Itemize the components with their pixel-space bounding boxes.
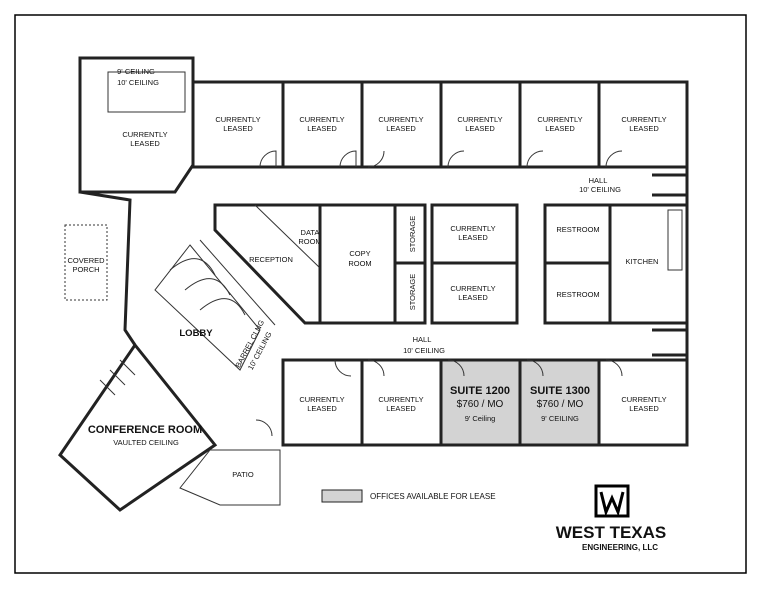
suite-1200-name: SUITE 1200	[450, 385, 510, 397]
suite-1300-ceiling: 9' CEILING	[541, 414, 579, 423]
patio	[179, 449, 281, 506]
core-office2-l2: LEASED	[458, 293, 488, 302]
lobby-label: LOBBY	[179, 328, 213, 339]
conference-label: CONFERENCE ROOM	[88, 424, 202, 436]
copy-label: COPY	[349, 249, 370, 258]
barrel-ceiling	[154, 239, 276, 371]
svg-text:CURRENTLY: CURRENTLY	[457, 115, 502, 124]
logo-subtitle: ENGINEERING, LLC	[582, 543, 658, 552]
upper-hall-ceiling: 10' CEILING	[579, 185, 621, 194]
kitchen-label: KITCHEN	[626, 257, 659, 266]
west-wall	[79, 190, 137, 346]
nw-leased: LEASED	[130, 139, 160, 148]
restroom-label-1: RESTROOM	[556, 225, 599, 234]
vaulted-label: VAULTED CEILING	[113, 438, 179, 447]
covered-porch	[64, 224, 108, 301]
svg-text:LEASED: LEASED	[386, 404, 416, 413]
svg-text:LEASED: LEASED	[386, 124, 416, 133]
svg-text:CURRENTLY: CURRENTLY	[378, 395, 423, 404]
lower-hall-label: HALL	[413, 335, 432, 344]
suite-1300[interactable]	[518, 358, 601, 447]
ceiling-soffit	[107, 71, 186, 113]
data-room-label2: ROOM	[298, 237, 321, 246]
svg-text:CURRENTLY: CURRENTLY	[378, 115, 423, 124]
svg-text:CURRENTLY: CURRENTLY	[537, 115, 582, 124]
suite-1200-ceiling: 9' Ceiling	[465, 414, 496, 423]
suite-1300-name: SUITE 1300	[530, 385, 590, 397]
svg-text:LEASED: LEASED	[545, 124, 575, 133]
nw-ceiling-9: 9' CEILING	[117, 67, 155, 76]
logo-name: WEST TEXAS	[556, 523, 667, 542]
svg-text:CURRENTLY: CURRENTLY	[299, 395, 344, 404]
suite-1200[interactable]	[439, 358, 522, 447]
patio-label: PATIO	[232, 470, 254, 479]
core-office2-l1: CURRENTLY	[450, 284, 495, 293]
suite-1300-price: $760 / MO	[537, 399, 584, 410]
storage-label-2: STORAGE	[408, 274, 417, 311]
bottom-door-swings	[255, 359, 623, 437]
page-border	[14, 14, 747, 574]
reception-label: RECEPTION	[249, 255, 293, 264]
suite-1200-price: $760 / MO	[457, 399, 504, 410]
core-office1-l2: LEASED	[458, 233, 488, 242]
svg-text:LEASED: LEASED	[465, 124, 495, 133]
core-office1-l1: CURRENTLY	[450, 224, 495, 233]
w-logo-icon	[594, 484, 630, 518]
svg-text:LEASED: LEASED	[629, 124, 659, 133]
copy-room-label: ROOM	[348, 259, 371, 268]
svg-text:LEASED: LEASED	[307, 404, 337, 413]
storage-label-1: STORAGE	[408, 216, 417, 253]
reception-area	[213, 203, 322, 325]
porch-label2: PORCH	[72, 265, 99, 274]
porch-label1: COVERED	[67, 256, 105, 265]
nw-currently: CURRENTLY	[122, 130, 167, 139]
svg-text:CURRENTLY: CURRENTLY	[299, 115, 344, 124]
svg-text:CURRENTLY: CURRENTLY	[621, 115, 666, 124]
legend-swatch	[321, 489, 363, 503]
restroom-label-2: RESTROOM	[556, 290, 599, 299]
svg-text:LEASED: LEASED	[307, 124, 337, 133]
conference-room	[58, 342, 218, 512]
lower-hall-ceiling: 10' CEILING	[403, 346, 445, 355]
svg-text:LEASED: LEASED	[223, 124, 253, 133]
nw-office	[78, 56, 195, 194]
kitchen-counter	[667, 209, 683, 271]
svg-text:CURRENTLY: CURRENTLY	[215, 115, 260, 124]
upper-hall-label: HALL	[589, 176, 608, 185]
data-room-label1: DATA	[301, 228, 320, 237]
nw-ceiling-10: 10' CEILING	[117, 78, 159, 87]
svg-text:CURRENTLY: CURRENTLY	[621, 395, 666, 404]
legend-text: OFFICES AVAILABLE FOR LEASE	[370, 492, 496, 501]
top-door-swings	[259, 150, 623, 168]
svg-text:LEASED: LEASED	[629, 404, 659, 413]
